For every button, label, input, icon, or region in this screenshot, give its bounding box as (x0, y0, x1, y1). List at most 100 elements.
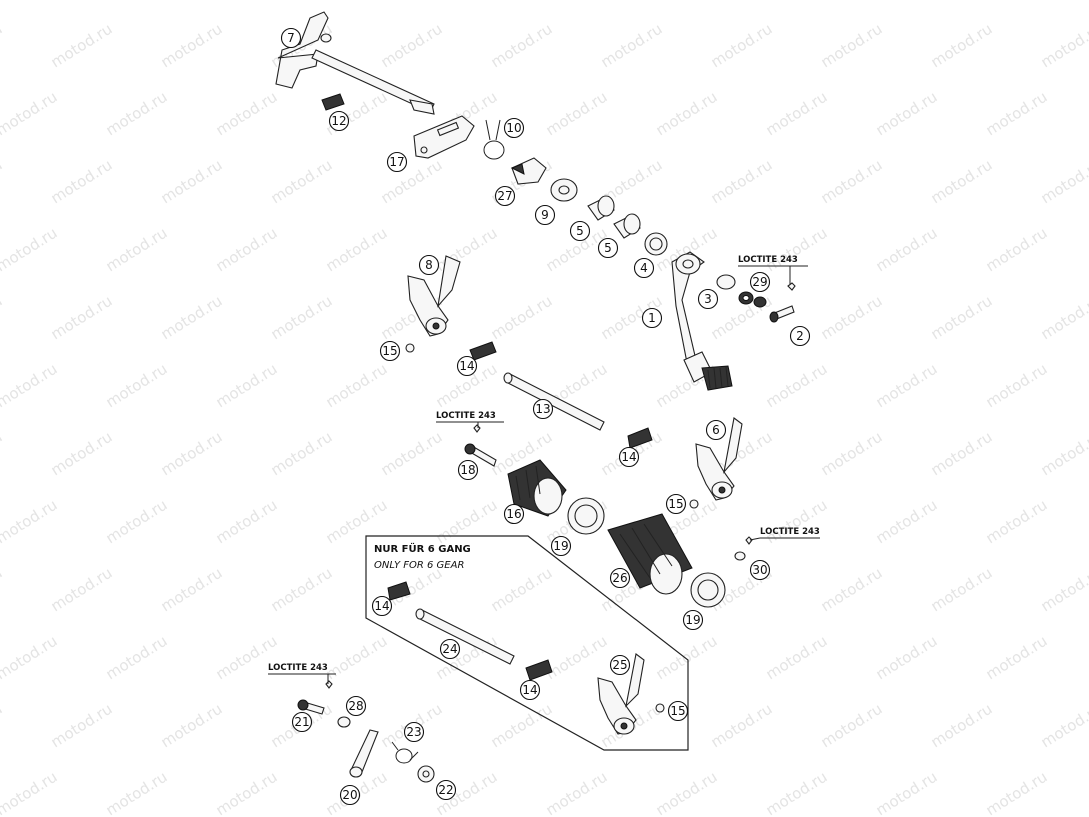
washer-part-3 (716, 274, 736, 290)
watermark-text: motod.ru (763, 0, 831, 3)
callout-5b: 5 (597, 237, 619, 259)
svg-text:27: 27 (497, 189, 512, 203)
callout-15b: 15 (665, 493, 687, 515)
watermark-text: motod.ru (873, 360, 941, 412)
watermark-text: motod.ru (158, 20, 226, 72)
svg-text:16: 16 (506, 507, 521, 521)
watermark-text: motod.ru (653, 632, 721, 684)
callout-4: 4 (633, 257, 655, 279)
svg-text:10: 10 (506, 121, 521, 135)
ring-part-4 (644, 232, 668, 256)
svg-text:19: 19 (685, 613, 700, 627)
watermark-text: motod.ru (928, 428, 996, 480)
watermark-text: motod.ru (268, 156, 336, 208)
callout-30: 30 (749, 559, 771, 581)
shift-drum-part (607, 513, 693, 595)
loctite-drop-mid (473, 424, 481, 433)
shift-plate-part (413, 115, 475, 159)
shift-drum-locator-part (507, 459, 567, 517)
watermark-text: motod.ru (213, 88, 281, 140)
callout-14d: 14 (519, 679, 541, 701)
watermark-text: motod.ru (873, 224, 941, 276)
box-subtitle: ONLY FOR 6 GEAR (374, 560, 464, 571)
watermark-text: motod.ru (763, 88, 831, 140)
watermark-text: motod.ru (213, 224, 281, 276)
loctite-note-right: LOCTITE 243 (749, 527, 820, 541)
watermark-text: motod.ru (983, 360, 1051, 412)
svg-text:29: 29 (752, 275, 767, 289)
watermark-text: motod.ru (103, 88, 171, 140)
svg-text:15: 15 (668, 497, 683, 511)
watermark-text: motod.ru (103, 632, 171, 684)
watermark-text: motod.ru (103, 224, 171, 276)
bolt-part-18 (464, 443, 497, 467)
callout-27: 27 (494, 185, 516, 207)
watermark-text: motod.ru (213, 360, 281, 412)
watermark-text: motod.ru (983, 0, 1051, 3)
watermark-text: motod.ru (928, 156, 996, 208)
watermark-text: motod.ru (158, 292, 226, 344)
svg-text:22: 22 (438, 783, 453, 797)
watermark-text: motod.ru (323, 360, 391, 412)
six-gear-box: NUR FÜR 6 GANG ONLY FOR 6 GEAR (365, 535, 689, 751)
svg-text:5: 5 (604, 241, 612, 255)
callout-19b: 19 (682, 609, 704, 631)
watermark-text: motod.ru (1038, 156, 1089, 208)
svg-text:28: 28 (348, 699, 363, 713)
svg-text:18: 18 (460, 463, 475, 477)
callouts: 1 2 3 4 5 5 6 7 8 9 10 12 13 14 14 14 14… (280, 27, 811, 806)
watermark-text: motod.ru (983, 88, 1051, 140)
watermark-text: motod.ru (48, 156, 116, 208)
watermark-text: motod.ru (818, 428, 886, 480)
watermark-text: motod.ru (0, 292, 5, 344)
watermark-text: motod.ru (0, 564, 5, 616)
watermark-text: motod.ru (543, 88, 611, 140)
watermark-text: motod.ru (928, 292, 996, 344)
shift-lever-part (671, 251, 733, 391)
cam-part (510, 157, 547, 185)
watermark-text: motod.ru (543, 0, 611, 3)
watermark-text: motod.ru (158, 156, 226, 208)
svg-text:12: 12 (331, 114, 346, 128)
callout-28: 28 (345, 695, 367, 717)
watermark-text: motod.ru (0, 496, 60, 548)
watermark-text: motod.ru (103, 768, 171, 817)
watermark-text: motod.ru (543, 768, 611, 817)
fork-shaft-part-13 (503, 372, 605, 431)
watermark-text: motod.ru (488, 564, 556, 616)
watermark-text: motod.ru (1038, 700, 1089, 752)
watermark-text: motod.ru (48, 20, 116, 72)
watermark-text: motod.ru (0, 88, 60, 140)
svg-text:2: 2 (796, 329, 804, 343)
watermark-text: motod.ru (1038, 292, 1089, 344)
callout-2: 2 (789, 325, 811, 347)
lock-washer-part-29 (738, 291, 754, 305)
bearing-part-19b (690, 572, 726, 608)
watermark-text: motod.ru (48, 700, 116, 752)
svg-text:3: 3 (704, 292, 712, 306)
watermark-text: motod.ru (323, 0, 391, 3)
svg-text:26: 26 (612, 571, 627, 585)
watermark-text: motod.ru (873, 632, 941, 684)
loctite-drop-top (787, 282, 796, 291)
watermark-text: motod.ru (818, 292, 886, 344)
watermark-text: motod.ru (103, 360, 171, 412)
callout-18: 18 (457, 459, 479, 481)
watermark-text: motod.ru (763, 496, 831, 548)
callout-24: 24 (439, 638, 461, 660)
loctite-notes: LOCTITE 243 LOCTITE 243 LOCTITE 243 LOCT… (268, 255, 820, 684)
watermark-text: motod.ru (983, 496, 1051, 548)
watermark-text: motod.ru (873, 0, 941, 3)
watermark-text: motod.ru (708, 156, 776, 208)
callout-14b: 14 (618, 446, 640, 468)
pin-part-15c (655, 703, 665, 713)
watermark-text: motod.ru (873, 768, 941, 817)
svg-text:14: 14 (374, 599, 389, 613)
shift-fork-part-25 (597, 653, 645, 735)
watermark-text: motod.ru (598, 20, 666, 72)
fork-shaft-part-24 (415, 608, 515, 665)
watermark-text: motod.ru (873, 88, 941, 140)
watermark-text: motod.ru (983, 632, 1051, 684)
